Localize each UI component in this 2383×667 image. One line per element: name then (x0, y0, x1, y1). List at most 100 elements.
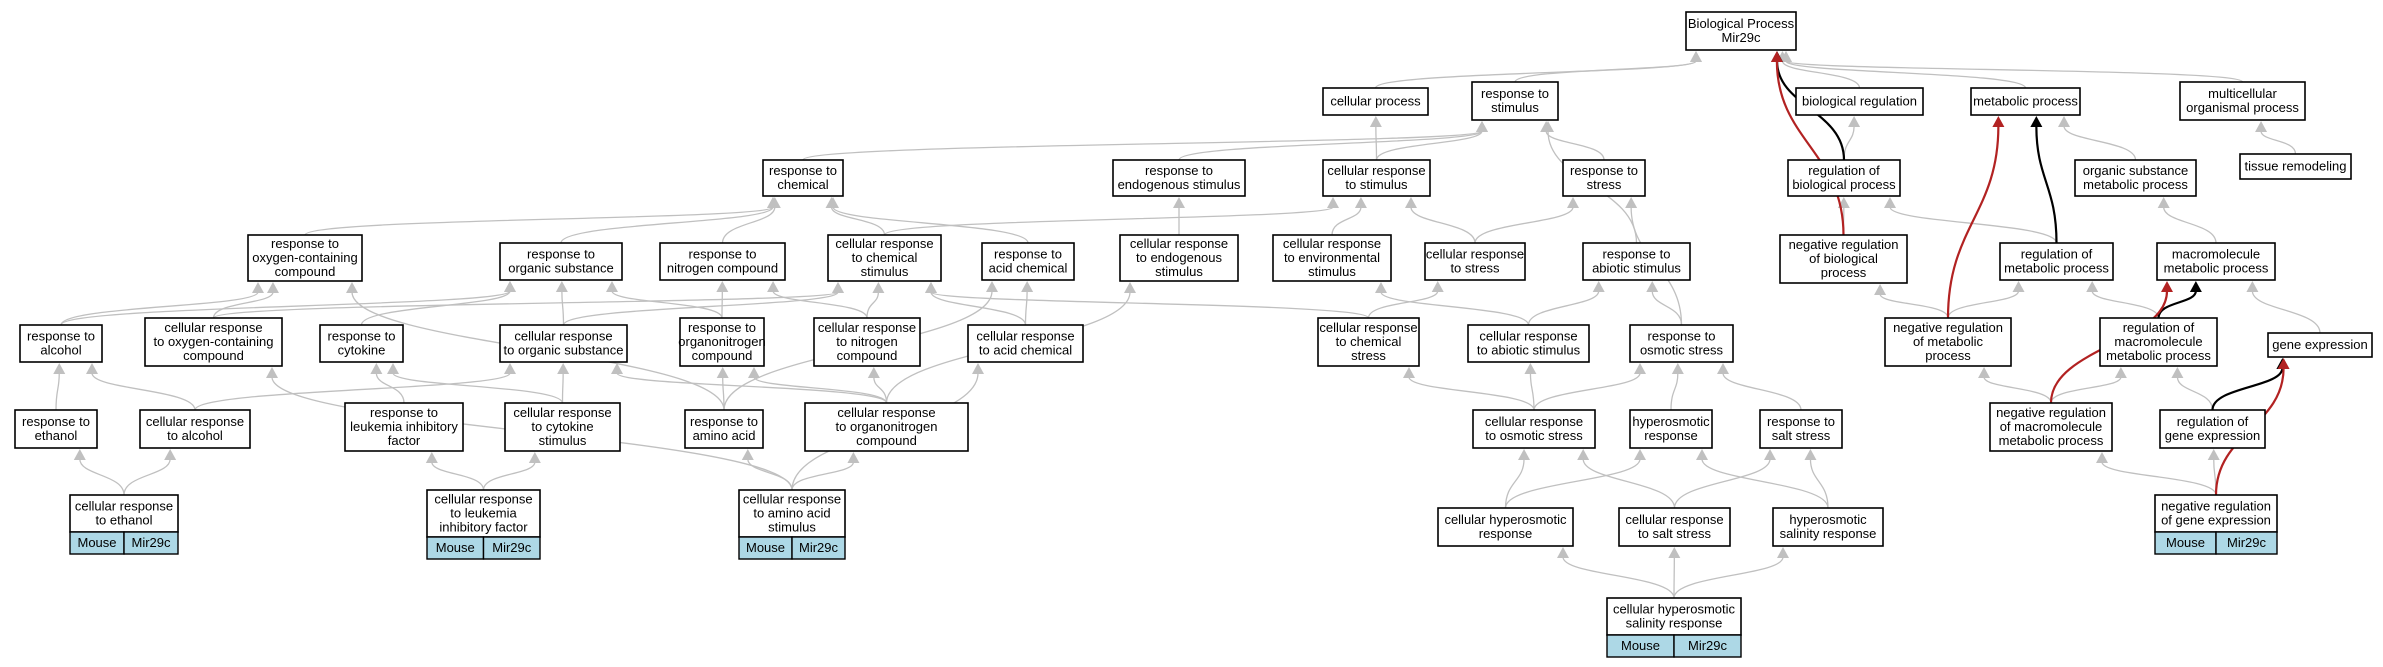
go-term-box (344, 402, 464, 452)
go-term-label-line: cellular process (1330, 94, 1421, 109)
go-term-label-line: Mir29c (1721, 30, 1761, 45)
edge-cellular-response-to-stimulus-to-cellular-process (1369, 116, 1382, 161)
go-term-box (504, 402, 621, 452)
go-term-label-line: to abiotic stimulus (1477, 343, 1581, 358)
edge-cellular-response-to-salt-stress-to-cellular-response-to-osmotic-stress (1577, 449, 1676, 509)
go-term-box (1795, 87, 1924, 116)
go-term-label-line: inhibitory factor (439, 520, 528, 535)
edge-cellular-response-to-amino-acid-stimulus-to-response-to-amino-acid (741, 449, 793, 491)
go-term-cellular-process[interactable]: cellular process (1322, 87, 1429, 116)
edge-organic-substance-metabolic-process-to-metabolic-process (2058, 116, 2137, 161)
go-term-tissue-remodeling[interactable]: tissue remodeling (2239, 153, 2352, 180)
go-term-label-line: cellular response (75, 499, 173, 514)
go-term-label-line: to nitrogen (836, 334, 897, 349)
edge-cellular-response-to-environmental-stimulus-to-cellular-response-to-stimulus (1331, 197, 1367, 236)
go-term-box (2099, 317, 2218, 367)
go-term-label-line: biological process (1792, 177, 1896, 192)
go-term-label-line: response to (1648, 329, 1716, 344)
go-term-label-line: response to (1481, 86, 1549, 101)
go-term-label-line: Biological Process (1688, 16, 1795, 31)
go-term-gene-expression[interactable]: gene expression (2267, 332, 2373, 358)
go-term-label-line: cellular response (976, 329, 1074, 344)
go-term-label-line: response (1479, 526, 1532, 541)
edge-cellular-response-to-ethanol-to-cellular-response-to-alcohol (123, 449, 177, 496)
go-term-box (1989, 402, 2113, 452)
edge-cellular-response-to-salt-stress-to-response-to-salt-stress (1673, 449, 1776, 509)
gene-cell (2215, 531, 2278, 555)
go-term-box (804, 402, 969, 452)
go-term-biological-regulation[interactable]: biological regulation (1795, 87, 1924, 116)
edge-cellular-response-to-stress-to-response-to-stress (1474, 197, 1579, 244)
go-term-label-line: hyperosmotic (1789, 512, 1867, 527)
go-term-label-line: nitrogen compound (667, 261, 778, 276)
edge-cellular-response-to-stress-to-cellular-response-to-stimulus (1404, 197, 1476, 244)
go-term-label-line: factor (388, 433, 421, 448)
go-term-label-line: cellular response (1319, 320, 1417, 335)
go-term-label-line: to ethanol (95, 513, 152, 528)
go-term-label-line: to salt stress (1638, 526, 1711, 541)
organism-label: Mouse (1621, 638, 1660, 653)
go-term-label-line: to environmental (1284, 250, 1380, 265)
go-term-label-line: stimulus (1155, 264, 1203, 279)
go-term-metabolic-process[interactable]: metabolic process (1970, 87, 2081, 116)
go-term-label-line: to leukemia (450, 506, 517, 521)
go-term-label-line: response to (370, 405, 438, 420)
edge-macromolecule-metabolic-process-to-organic-substance-metabolic-process (2157, 197, 2217, 244)
go-term-label-line: regulation of (1808, 163, 1880, 178)
go-term-label-line: multicellular (2208, 86, 2277, 101)
edge-regulation-of-biological-process-to-biological-regulation (1843, 116, 1861, 161)
